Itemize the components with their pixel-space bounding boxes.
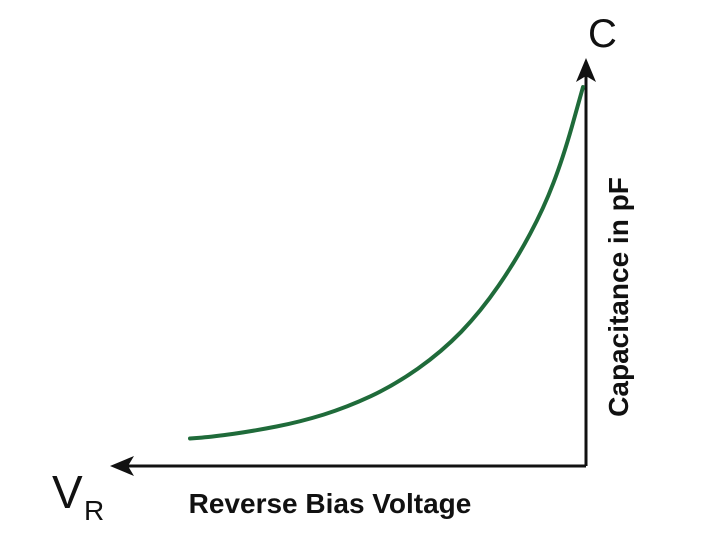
x-axis-symbol-subscript: R [84,495,104,526]
capacitance-curve [188,85,585,441]
y-axis-arrowhead [576,58,596,82]
x-axis-label: Reverse Bias Voltage [189,488,472,519]
y-axis-symbol: C [588,12,617,56]
x-axis-arrowhead [110,456,134,476]
y-axis-label: Capacitance in pF [603,177,634,417]
x-axis-symbol: V [52,466,83,518]
